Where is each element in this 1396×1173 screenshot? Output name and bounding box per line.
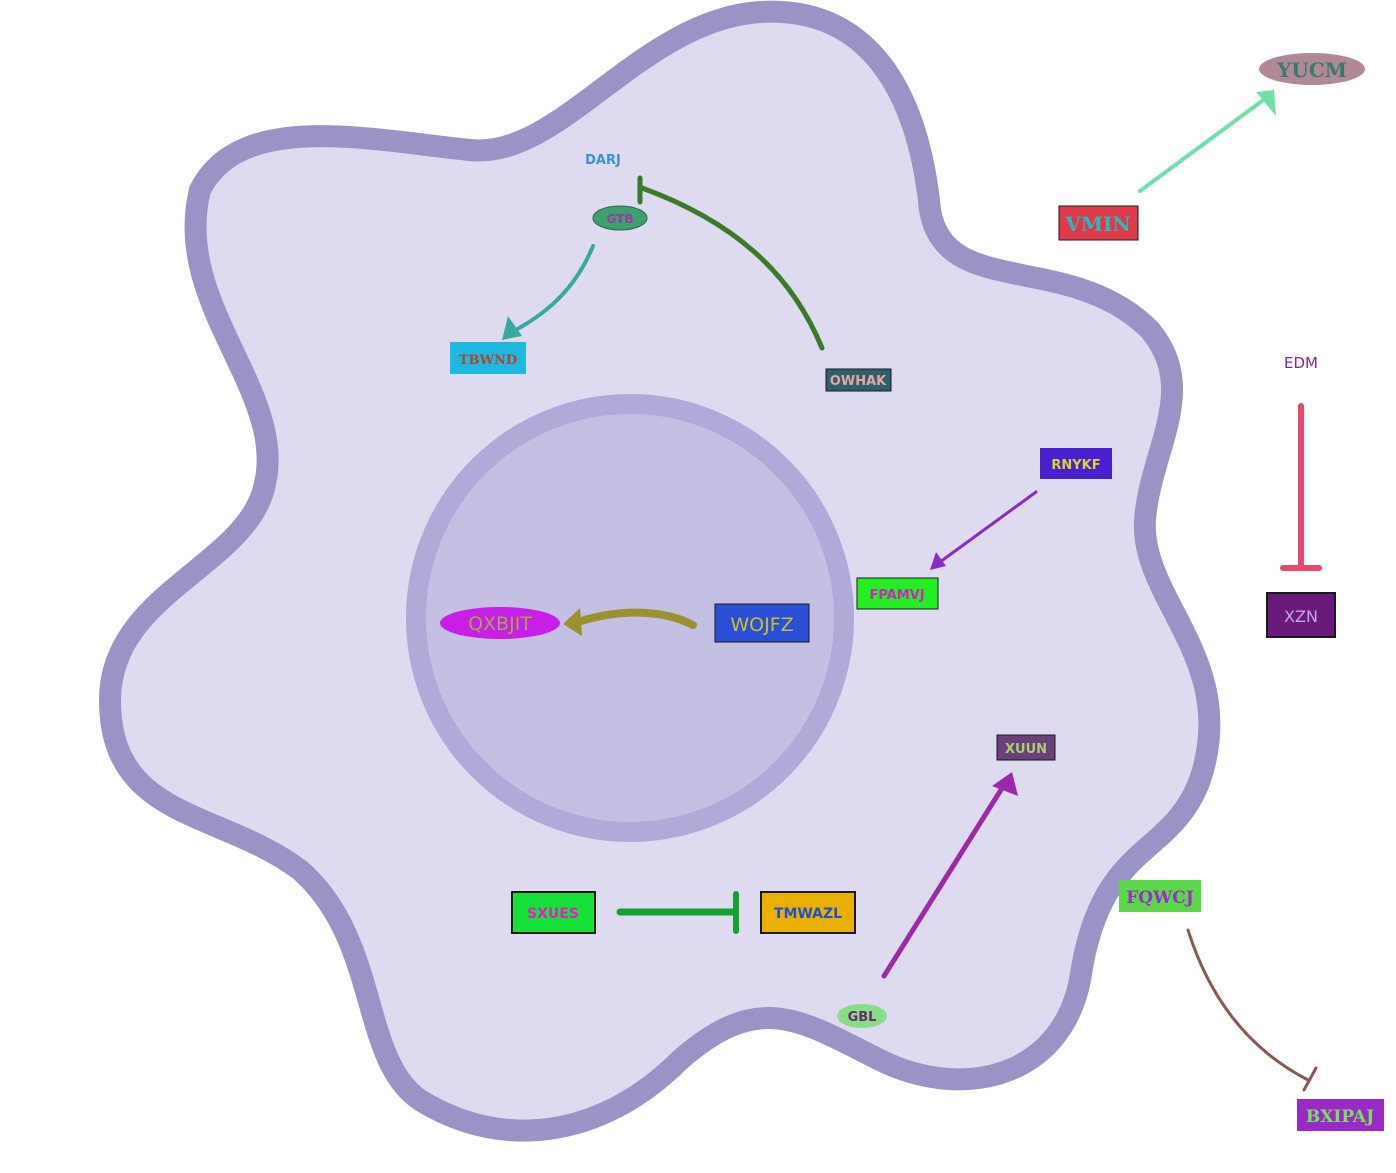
node-gbl: GBL <box>837 1004 887 1028</box>
node-vmin-shape <box>1058 205 1139 241</box>
node-bxipaj-label: BXIPAJ <box>1306 1107 1374 1127</box>
node-fpamvj: FPAMVJ <box>856 577 939 610</box>
node-edm-label: EDM <box>1284 354 1318 372</box>
edge-gbl-xuun-head <box>992 772 1018 796</box>
node-fpamvj-label: FPAMVJ <box>869 588 924 603</box>
edge-owhak-gtb <box>639 185 825 351</box>
edge-gbl-xuun <box>881 782 1007 979</box>
node-fqwcj-shape <box>1119 880 1201 912</box>
node-gtb-shape <box>592 205 648 231</box>
node-wojfz-shape <box>714 603 810 643</box>
node-tbwnd-label: TBWND <box>459 353 517 368</box>
node-gbl-label: GBL <box>848 1010 877 1025</box>
node-fqwcj: FQWCJ <box>1119 880 1201 912</box>
edge-wojfz-qxbjit <box>574 608 697 629</box>
node-darj-label: DARJ <box>585 153 621 168</box>
node-gbl-shape <box>837 1004 887 1028</box>
node-vmin-label: VMIN <box>1064 212 1130 236</box>
node-owhak-shape <box>825 368 892 392</box>
node-rnykf-label: RNYKF <box>1051 458 1100 473</box>
edge-gtb-tbwnd <box>508 244 595 335</box>
node-tmwazl: TMWAZL <box>760 891 856 934</box>
node-gtb-label: GTB <box>607 212 634 226</box>
node-bxipaj-shape <box>1297 1099 1384 1131</box>
node-xzn: XZN <box>1266 592 1336 638</box>
node-xzn-shape <box>1266 592 1336 638</box>
node-tbwnd-shape <box>450 342 526 374</box>
edges-layer <box>502 90 1322 1092</box>
node-tmwazl-shape <box>760 891 856 934</box>
node-xuun-label: XUUN <box>1005 742 1047 757</box>
node-xuun: XUUN <box>996 734 1056 761</box>
edge-vmin-yucm <box>1138 96 1268 193</box>
node-yucm: YUCM <box>1259 53 1365 85</box>
nucleus <box>406 394 854 842</box>
node-qxbjit-shape <box>440 607 560 639</box>
edge-wojfz-qxbjit-head <box>563 608 582 636</box>
node-owhak: OWHAK <box>825 368 892 392</box>
node-qxbjit: QXBJIT <box>440 607 560 639</box>
node-tmwazl-label: TMWAZL <box>774 906 842 922</box>
node-vmin: VMIN <box>1058 205 1139 241</box>
node-xzn-label: XZN <box>1284 607 1318 626</box>
node-qxbjit-label: QXBJIT <box>468 613 532 635</box>
edge-vmin-yucm-head <box>1256 90 1276 116</box>
node-bxipaj: BXIPAJ <box>1297 1099 1384 1131</box>
node-sxues: SXUES <box>511 891 596 934</box>
node-wojfz-label: WOJFZ <box>730 614 793 636</box>
node-fpamvj-shape <box>856 577 939 610</box>
edge-rnykf-fpamvj-head <box>930 552 946 570</box>
edge-fqwcj-bxipaj-bar <box>1302 1066 1318 1092</box>
node-tbwnd: TBWND <box>450 342 526 374</box>
edge-gtb-tbwnd-head <box>502 316 522 340</box>
node-gtb: GTB <box>592 205 648 231</box>
node-yucm-label: YUCM <box>1276 58 1347 82</box>
node-sxues-label: SXUES <box>527 906 579 922</box>
node-owhak-label: OWHAK <box>830 374 887 389</box>
node-fqwcj-label: FQWCJ <box>1126 888 1194 908</box>
edge-rnykf-fpamvj <box>938 490 1038 564</box>
node-yucm-shape <box>1259 53 1365 85</box>
node-sxues-shape <box>511 891 596 934</box>
node-xuun-shape <box>996 734 1056 761</box>
edge-fqwcj-bxipaj <box>1186 928 1310 1082</box>
node-rnykf-shape <box>1040 448 1112 479</box>
nodes-layer: DARJ GTB TBWND OWHAK RNYKF FPAMVJ <box>440 53 1384 1131</box>
node-wojfz: WOJFZ <box>714 603 810 643</box>
node-rnykf: RNYKF <box>1040 448 1112 479</box>
